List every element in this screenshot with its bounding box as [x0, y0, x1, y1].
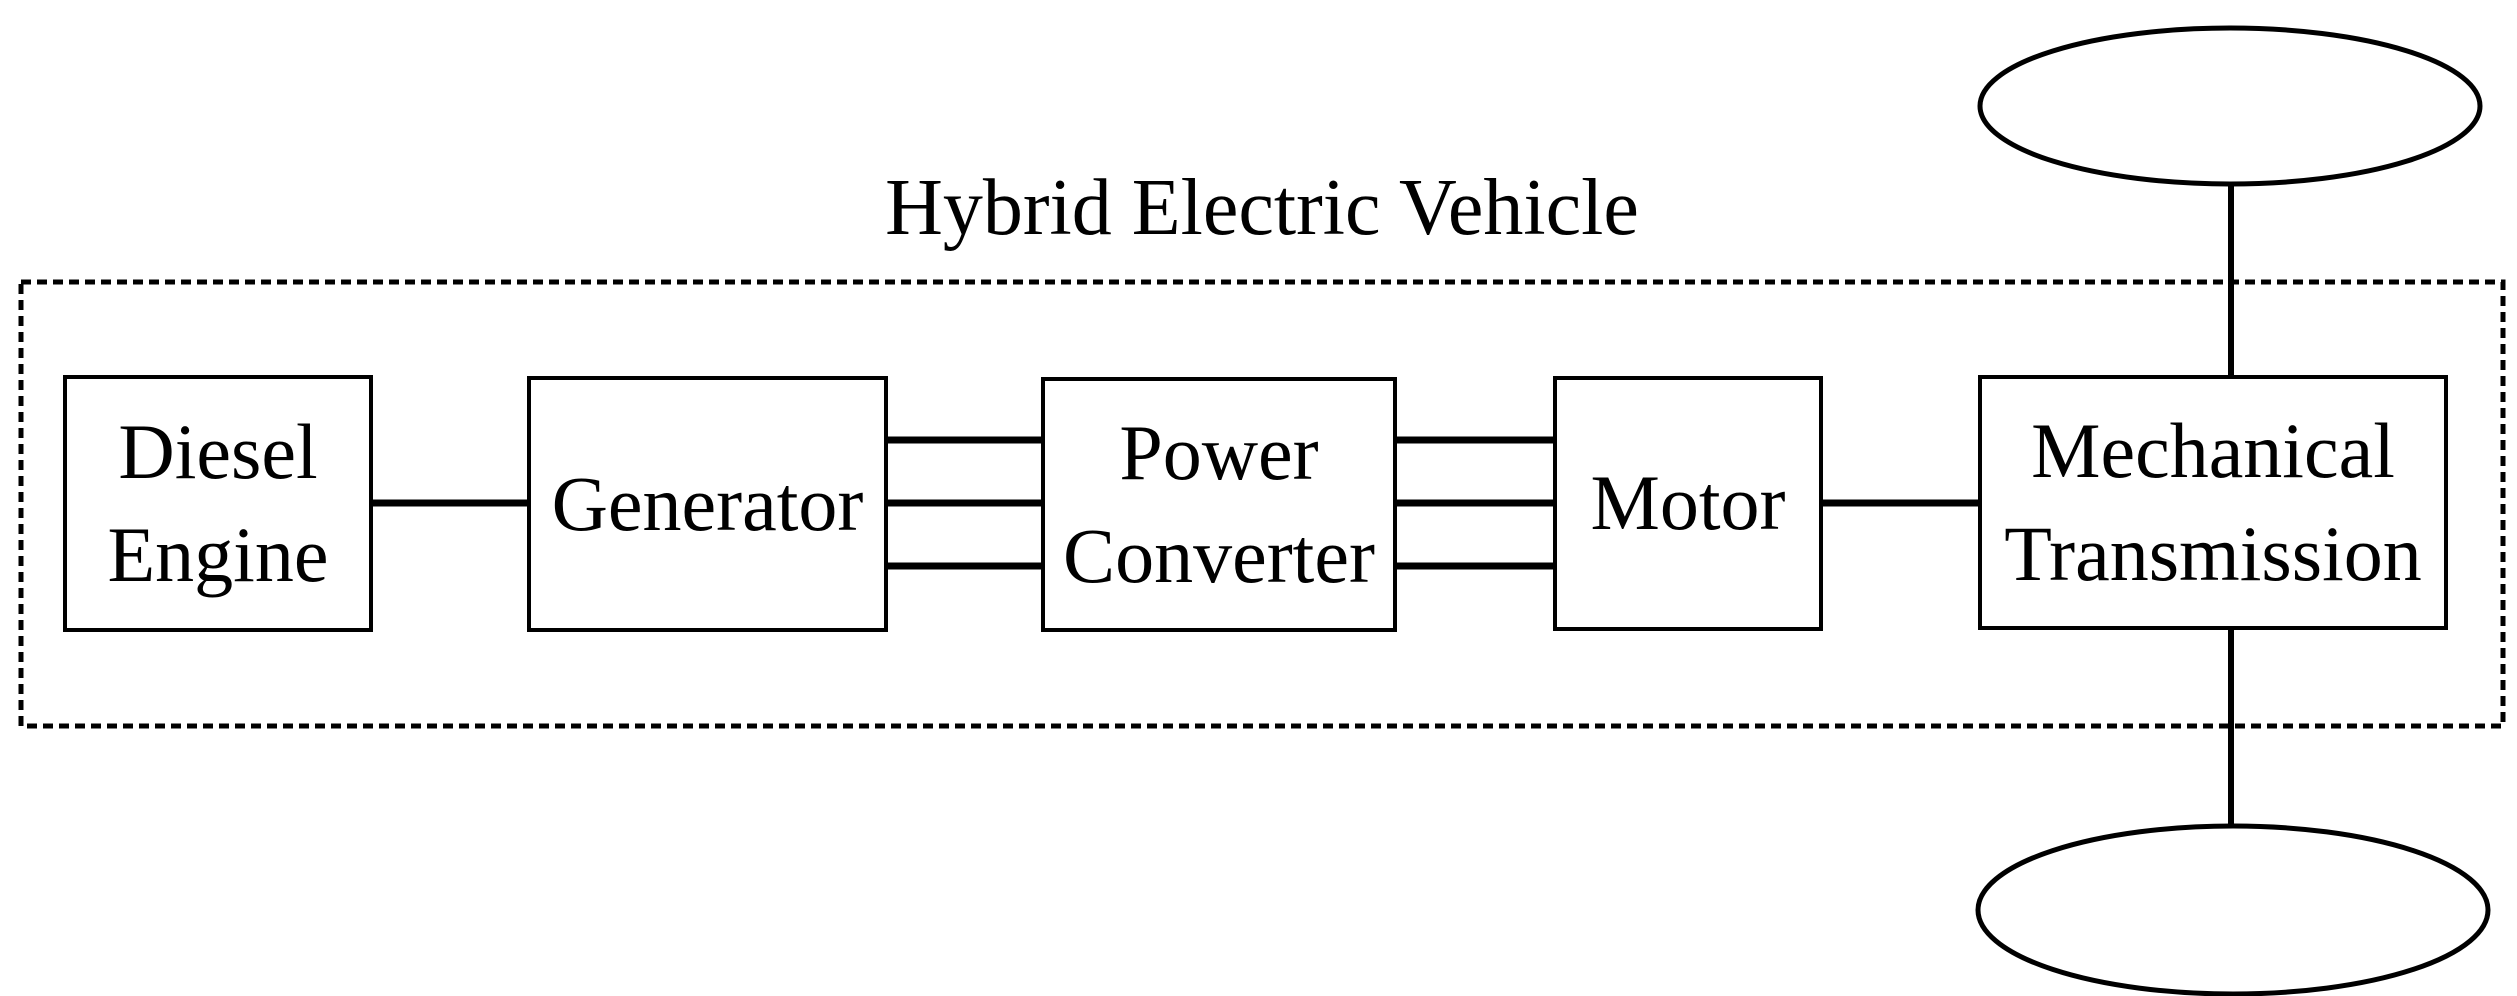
node-generator: Generator — [527, 376, 888, 632]
node-power-converter: Power Converter — [1041, 377, 1397, 632]
node-diesel-engine-label-line1: Diesel — [118, 407, 318, 495]
node-power-converter-label-line1: Power — [1119, 408, 1319, 496]
node-mechanical-transmission-label-line1: Mechanical — [2031, 406, 2395, 494]
node-generator-label-line1: Generator — [551, 459, 864, 547]
node-power-converter-label-line2: Converter — [1063, 511, 1375, 599]
diagram-title: Hybrid Electric Vehicle — [885, 164, 1639, 252]
wheel-top-ellipse — [1977, 25, 2483, 187]
node-mechanical-transmission: Mechanical Transmission — [1978, 375, 2448, 630]
node-diesel-engine: Diesel Engine — [63, 375, 373, 632]
wheel-bottom-ellipse — [1975, 823, 2491, 996]
node-motor: Motor — [1553, 376, 1823, 631]
hev-boundary-box — [18, 279, 2506, 729]
node-diesel-engine-label-line2: Engine — [107, 510, 329, 598]
node-mechanical-transmission-label-line2: Transmission — [2004, 509, 2422, 597]
node-motor-label-line1: Motor — [1590, 459, 1786, 547]
